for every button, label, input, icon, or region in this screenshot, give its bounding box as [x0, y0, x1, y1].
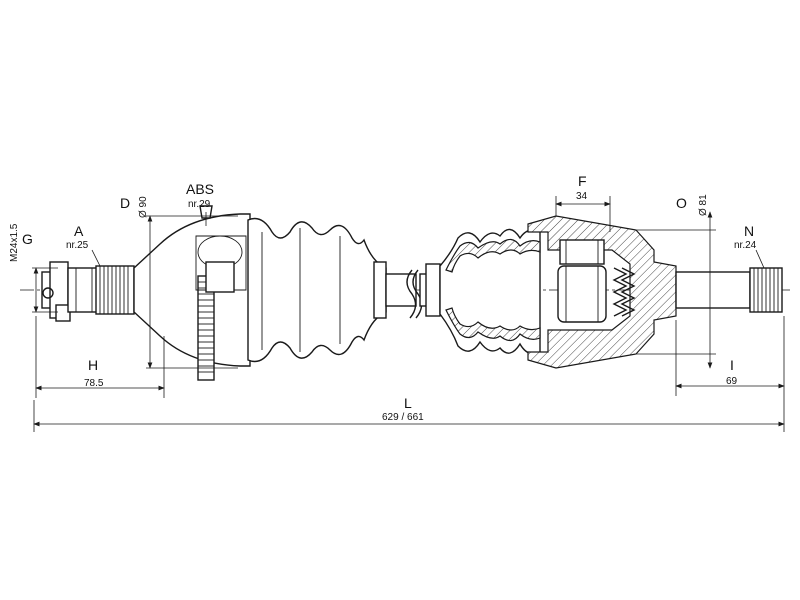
dim-d	[146, 215, 238, 369]
label-h: H	[88, 357, 98, 373]
dim-l	[33, 316, 785, 432]
label-abs: ABS	[186, 181, 214, 197]
label-n: N	[744, 223, 754, 239]
outer-boot	[247, 217, 387, 363]
label-thread: M24x1.5	[9, 223, 20, 262]
dim-g	[32, 267, 58, 313]
label-i-dim: 69	[726, 376, 738, 387]
label-h-dim: 78.5	[84, 378, 104, 389]
label-f-dim: 34	[576, 191, 588, 202]
label-f: F	[578, 173, 587, 189]
label-o-dim: Ø 81	[698, 194, 709, 216]
dim-h	[35, 316, 165, 398]
label-a: A	[74, 223, 84, 239]
dim-f	[555, 196, 611, 232]
label-a-sub: nr.25	[66, 240, 89, 251]
label-d-dim: Ø 90	[138, 196, 149, 218]
label-g: G	[22, 231, 33, 247]
inner-tripod-joint	[527, 215, 783, 369]
label-abs-sub: nr.29	[188, 199, 211, 210]
label-i: I	[730, 357, 734, 373]
wheel-side-stub	[41, 261, 135, 322]
label-d: D	[120, 195, 130, 211]
n-leader	[755, 249, 765, 269]
outer-cv-joint	[133, 205, 251, 381]
label-n-sub: nr.24	[734, 240, 757, 251]
label-l: L	[404, 395, 412, 411]
label-l-dim: 629 / 661	[382, 412, 424, 423]
inner-boot	[425, 228, 541, 355]
dim-i	[675, 320, 785, 396]
label-o: O	[676, 195, 687, 211]
a-leader	[91, 249, 101, 267]
